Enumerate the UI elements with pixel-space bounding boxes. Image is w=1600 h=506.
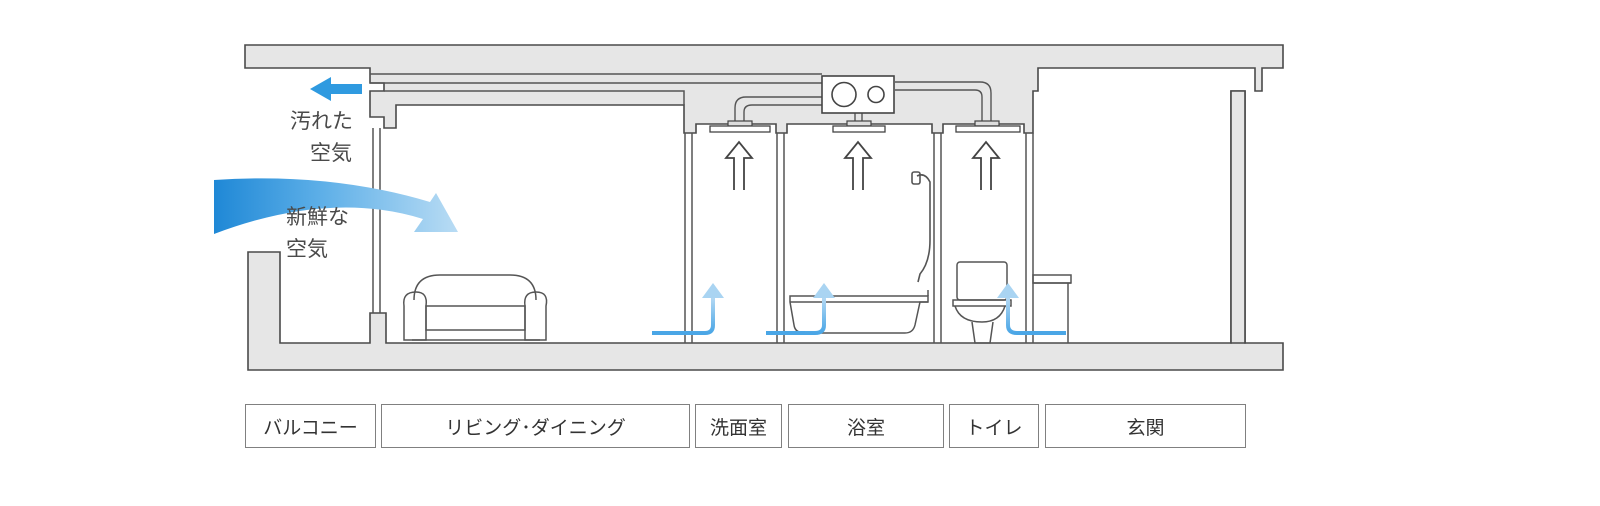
duct-to-washroom (734, 96, 822, 121)
ceiling-inner-line (384, 90, 685, 105)
duct-to-bath (854, 113, 863, 121)
toilet-icon (952, 261, 1072, 344)
ceiling-slab (244, 44, 1284, 134)
partitions (684, 133, 1034, 343)
room-label-bathroom: 浴室 (788, 404, 944, 448)
bathtub-icon (789, 290, 929, 334)
grille-toilet-icon (955, 120, 1021, 133)
shower-icon (911, 171, 931, 283)
grille-washroom-icon (709, 120, 771, 133)
room-label-living-dining: リビング･ダイニング (381, 404, 690, 448)
room-label-row: バルコニー リビング･ダイニング 洗面室 浴室 トイレ 玄関 (0, 404, 1600, 450)
exhaust-arrow-washroom-icon (724, 140, 754, 190)
room-label-entrance: 玄関 (1045, 404, 1246, 448)
grille-bath-icon (832, 120, 886, 133)
exterior-wall-right (1230, 90, 1246, 344)
exhaust-arrow-bath-icon (843, 140, 873, 190)
room-label-balcony: バルコニー (245, 404, 376, 448)
dirty-air-arrow-icon (310, 77, 362, 101)
exhaust-arrow-toilet-icon (971, 140, 1001, 190)
dirty-air-label-2: 空気 (310, 141, 352, 165)
fresh-air-label-1: 新鮮な (286, 205, 349, 229)
intake-arrow-washroom-icon (652, 283, 724, 335)
sofa-icon (403, 274, 548, 341)
room-label-toilet: トイレ (949, 404, 1039, 448)
duct-to-toilet (895, 81, 992, 121)
intake-arrow-bath-icon (766, 283, 835, 335)
ventilation-fan-unit-icon (821, 75, 895, 114)
fresh-air-label-2: 空気 (286, 237, 328, 261)
dirty-air-label-1: 汚れた (290, 109, 353, 133)
intake-arrow-toilet-icon (997, 283, 1066, 335)
room-label-washroom: 洗面室 (695, 404, 782, 448)
fresh-air-arrow-icon (214, 178, 458, 234)
exhaust-duct (370, 73, 822, 84)
